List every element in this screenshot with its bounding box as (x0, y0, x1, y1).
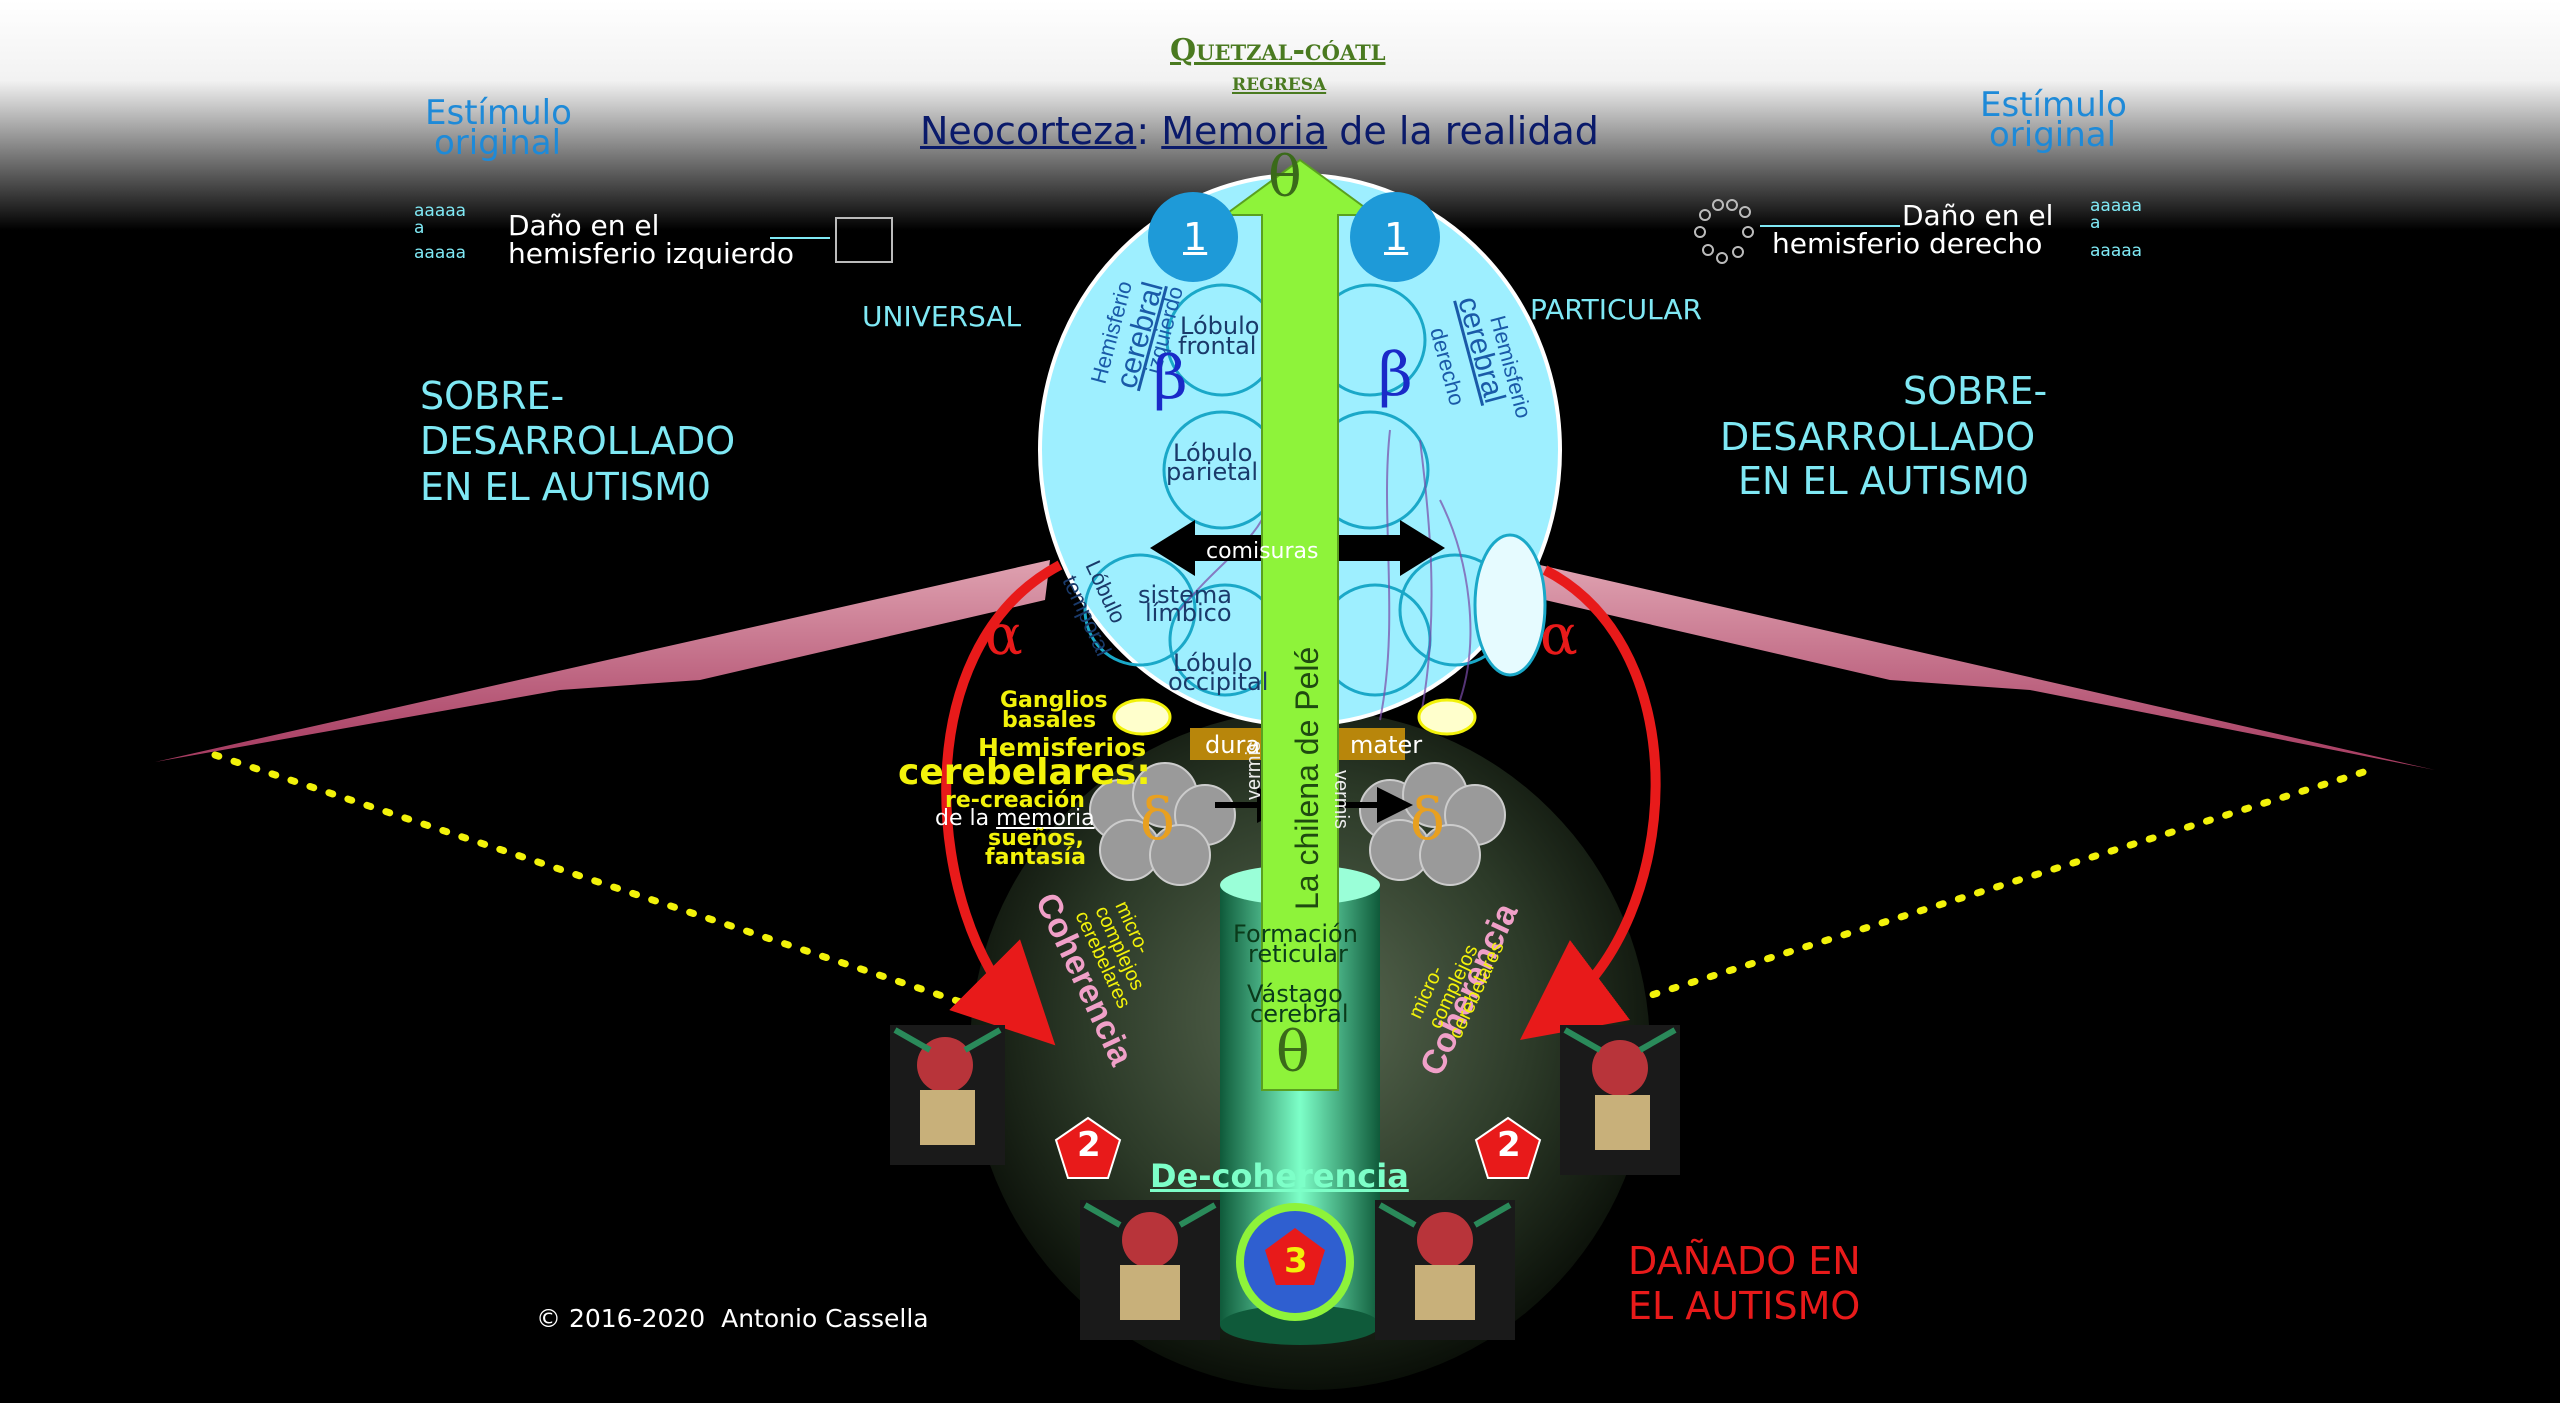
lobulo-occipital-1: Lóbulo (1173, 649, 1253, 677)
subtitle-rest: de la realidad (1339, 109, 1599, 153)
title-line-2: regresa (1232, 67, 1327, 96)
quetzalcoatl-figure-right (1560, 1025, 1680, 1175)
left-sobre-1: SOBRE- (420, 374, 565, 418)
badge-1-left-label: 1 (1183, 215, 1208, 259)
badge-2-left (1054, 1116, 1122, 1179)
left-stimulus-1: Estímulo (425, 93, 572, 133)
alpha-right: α (1540, 603, 1578, 668)
quetzalcoatl-figure-left (890, 1025, 1005, 1165)
universal-label: UNIVERSAL (862, 300, 1022, 333)
badge-1-right (1350, 192, 1440, 282)
formacion-1: Formación (1233, 920, 1358, 948)
badge-1-right-label: 1 (1384, 215, 1409, 259)
memoria-word: Memoria (1161, 109, 1328, 153)
left-glyph-bottom: aaaaa (414, 243, 467, 263)
left-glyph-top: aaaaa (414, 201, 467, 221)
title-line-1: Quetzal-cóatl (1170, 33, 1386, 68)
cerebellum-right (1359, 762, 1506, 886)
recreacion-label: re-creación (945, 788, 1085, 813)
ganglios-1: Ganglios (1000, 688, 1108, 713)
right-sobre-2: DESARROLLADO (1720, 415, 2036, 459)
left-stimulus-box (835, 217, 893, 263)
arrow-label: La chilena de Pelé (1289, 647, 1325, 910)
vastago-1: Vástago (1247, 980, 1343, 1008)
quetzalcoatl-figure-bottom-right (1375, 1200, 1515, 1340)
right-glyph-bottom: aaaaa (2090, 241, 2143, 261)
quetzalcoatl-figure-bottom-left (1080, 1200, 1220, 1340)
delta-left: δ (1140, 785, 1175, 853)
beta-left: β (1153, 343, 1188, 413)
neocorteza-word: Neocorteza (920, 109, 1137, 153)
left-damage-2: hemisferio izquierdo (508, 237, 794, 270)
formacion-2: reticular (1248, 940, 1348, 968)
right-sobre-1: SOBRE- (1903, 369, 2048, 413)
badge-2-right (1474, 1116, 1542, 1179)
delta-right: δ (1410, 785, 1445, 853)
decoherencia-label: De-coherencia (1150, 1157, 1409, 1195)
alpha-left: α (985, 603, 1023, 668)
right-stimulus-1: Estímulo (1980, 85, 2127, 125)
beta-right: β (1378, 340, 1413, 410)
subtitle-colon: : (1136, 109, 1150, 153)
suenos-label: sueños, (988, 826, 1084, 851)
lobulo-parietal-1: Lóbulo (1173, 439, 1253, 467)
danado-2: EL AUTISMO (1628, 1284, 1861, 1328)
comisuras-label: comisuras (1206, 539, 1319, 564)
cerebelares-label: cerebelares: (898, 752, 1151, 793)
right-glyph-mid: a (2090, 213, 2101, 233)
ganglia-left (1112, 698, 1172, 736)
hemisferios-label: Hemisferios (978, 733, 1147, 762)
cerebellum-left (1089, 762, 1236, 886)
badge-3-label: 3 (1284, 1241, 1308, 1281)
copyright: © 2016-2020 Antonio Cassella (536, 1304, 929, 1333)
left-wing (155, 560, 1050, 762)
right-stimulus-2: original (1989, 115, 2117, 155)
badge-2-left-label: 2 (1077, 1125, 1101, 1165)
sistema-1: sistema (1138, 581, 1232, 609)
ganglia-right (1417, 698, 1477, 736)
particular-label: PARTICULAR (1530, 293, 1702, 326)
badge-1-left (1148, 192, 1238, 282)
vermis-right: vermis (1330, 770, 1352, 829)
dura-label: dura (1205, 731, 1261, 759)
left-alpha-arrow (941, 560, 1063, 1046)
mater-label: mater (1350, 731, 1423, 759)
subtitle: Neocorteza: Memoria de la realidad (920, 112, 1599, 150)
memoria-label: memoria (996, 806, 1095, 831)
theta-top: θ (1268, 145, 1302, 210)
de-la-memoria: de la memoria (935, 808, 1095, 830)
cylinder-bottom (1220, 1305, 1380, 1345)
theta-bottom: θ (1276, 1020, 1310, 1085)
right-glyph-top: aaaaa (2090, 196, 2143, 216)
right-circle-letters (1694, 199, 1754, 264)
lobulo-frontal-1: Lóbulo (1180, 312, 1260, 340)
badge-3-pentagon (1265, 1228, 1325, 1285)
fantasia-label: fantasía (985, 845, 1086, 870)
right-wing (1540, 565, 2435, 770)
de-la-label: de la (935, 806, 990, 831)
left-glyph-mid: a (414, 218, 425, 238)
lobulo-frontal-2: frontal (1178, 332, 1257, 360)
danado-1: DAÑADO EN (1628, 1239, 1861, 1283)
right-alpha-arrow (1520, 565, 1661, 1041)
vermis-left: vermis (1243, 741, 1265, 800)
badge-2-right-label: 2 (1497, 1125, 1521, 1165)
right-sobre-3: EN EL AUTISM0 (1738, 459, 2030, 503)
left-sobre-3: EN EL AUTISM0 (420, 465, 712, 509)
left-stimulus-2: original (434, 123, 562, 163)
right-damage-1: Daño en el (1902, 199, 2054, 232)
lobulo-parietal-2: parietal (1166, 458, 1259, 486)
lobulo-occipital-2: occipital (1168, 668, 1269, 696)
ganglios-2: basales (1002, 708, 1097, 733)
right-damage-2: hemisferio derecho (1772, 227, 2043, 260)
left-sobre-2: DESARROLLADO (420, 419, 736, 463)
left-damage-1: Daño en el (508, 209, 660, 242)
sistema-2: límbico (1145, 599, 1232, 627)
vastago-2: cerebral (1250, 1000, 1349, 1028)
